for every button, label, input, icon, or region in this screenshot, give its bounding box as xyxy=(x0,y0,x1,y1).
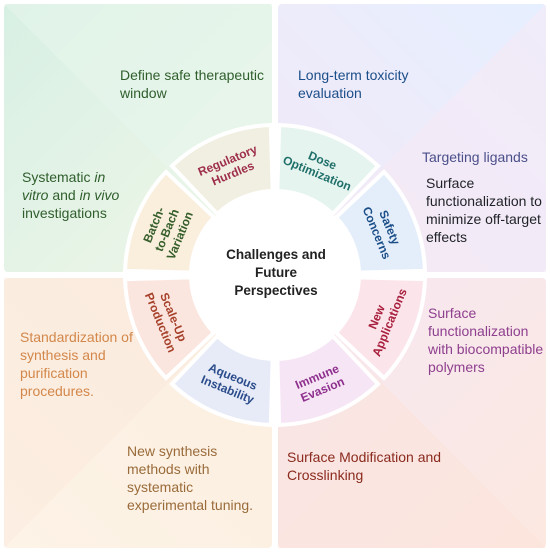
challenge-ring: DoseOptimizationSafetyConcernsNewApplica… xyxy=(123,123,427,427)
wedge-bottom-left-upper xyxy=(4,278,272,548)
annotation-define-window: Define safe therapeutic window xyxy=(120,67,264,101)
panel-bottom-left xyxy=(4,278,272,548)
center-title: Challenges and Future Perspectives xyxy=(226,247,326,298)
annotation-surface-biocompatible: Surface functionalization with biocompat… xyxy=(428,305,544,375)
annotation-new-synthesis: New synthesis methods with systematic ex… xyxy=(127,443,254,513)
center-circle xyxy=(191,191,359,359)
annotation-toxicity: Long-term toxicity evaluation xyxy=(298,67,409,101)
annotation-systematic-investigations: Systematic in vitro and in vivo investig… xyxy=(22,169,120,221)
wedge-bottom-right-lower xyxy=(278,278,546,548)
annotation-surface-offtarget: Surface functionalization to minimize of… xyxy=(426,175,542,245)
wedge-top-left-upper xyxy=(4,4,272,272)
annotation-standardization: Standardization of synthesis and purific… xyxy=(20,329,133,399)
annotation-crosslinking: Surface Modification and Crosslinking xyxy=(287,449,442,483)
wedge-top-right-lower xyxy=(278,4,546,272)
annotation-targeting-ligands: Targeting ligands xyxy=(422,149,528,165)
panel-bottom-right xyxy=(278,278,546,548)
